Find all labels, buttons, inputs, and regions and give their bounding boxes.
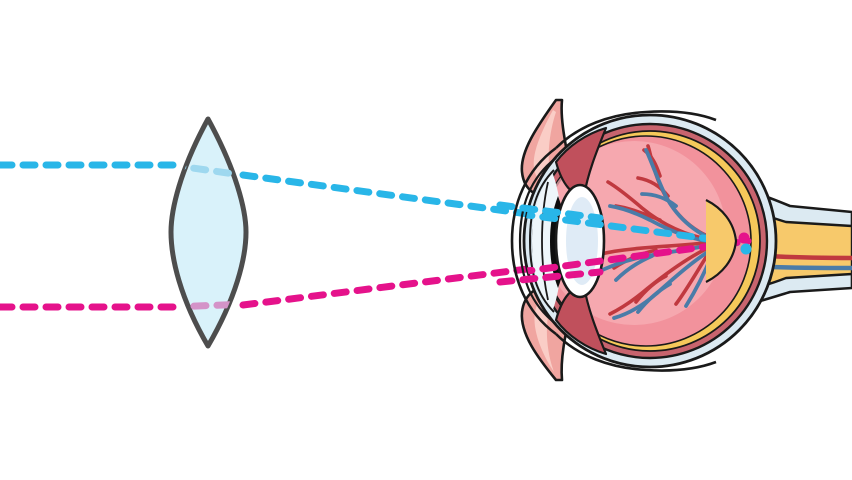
incoming-light-rays xyxy=(0,161,180,311)
optic-disc-notch xyxy=(705,199,738,283)
conjunctiva-lower xyxy=(555,333,717,372)
iris-lower xyxy=(554,284,608,356)
rays-over-cornea xyxy=(496,201,604,286)
upper-ray-cornea-cyan xyxy=(496,201,604,222)
focal-point xyxy=(738,232,752,255)
focus-dot-cyan xyxy=(740,243,752,255)
cornea-limbus-arc xyxy=(541,181,549,301)
conjunctiva-upper xyxy=(555,110,717,149)
iris-upper xyxy=(554,126,608,198)
eyeball-globe xyxy=(522,113,778,369)
optic-disc xyxy=(705,199,738,283)
cornea-mid-arc xyxy=(518,157,557,325)
focus-dot-magenta xyxy=(738,232,750,244)
convex-lens xyxy=(168,116,249,349)
lower-ray-cornea-magenta xyxy=(496,268,604,286)
cornea-inner-arc xyxy=(528,169,555,313)
cornea xyxy=(510,146,557,336)
convex-lens-body xyxy=(168,116,249,349)
cornea-outer-arc xyxy=(510,146,557,336)
